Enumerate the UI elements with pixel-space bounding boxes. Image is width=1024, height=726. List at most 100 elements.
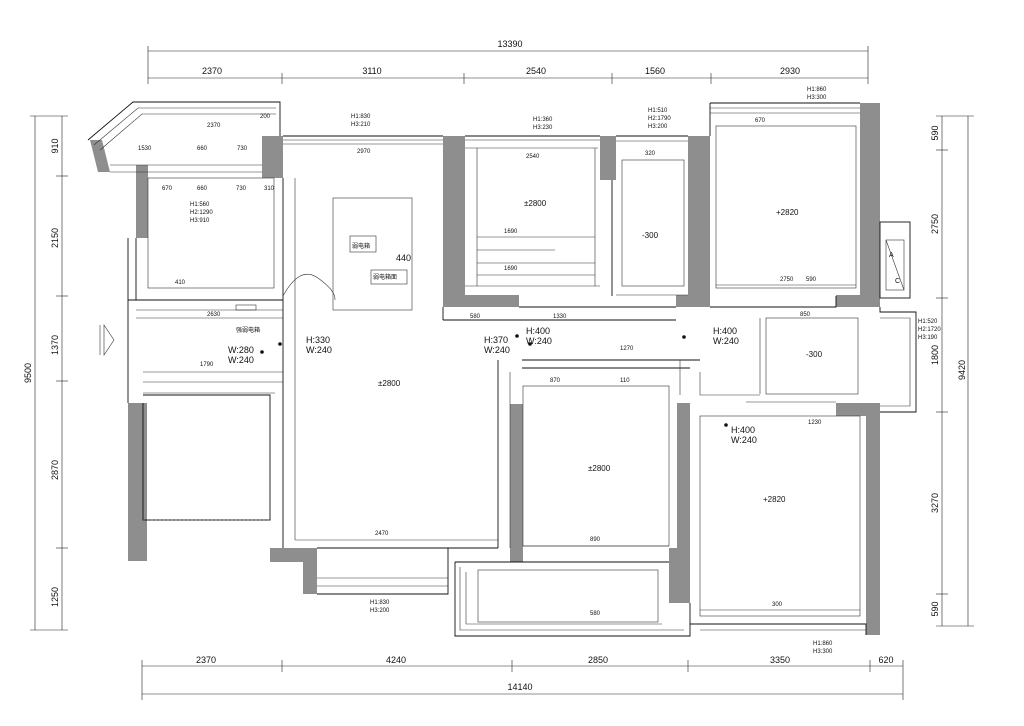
idim: 730 <box>237 146 248 152</box>
dim-top-3: 2540 <box>526 66 546 76</box>
dim-left-2: 2150 <box>50 228 60 248</box>
note-w-top-living-2: H3:210 <box>351 122 371 128</box>
labels: 弱电箱 440 弱电箱面 强弱电箱 A C <box>235 242 900 334</box>
note-w-right-1: H1:520 <box>918 319 938 325</box>
dim-left-4: 2870 <box>50 460 60 480</box>
idim: 2370 <box>207 123 221 129</box>
idim: 200 <box>260 114 271 120</box>
idim: 660 <box>197 186 208 192</box>
note-d-hall-b-1: H:400 <box>713 326 737 336</box>
dim-bottom-3: 2850 <box>588 655 608 665</box>
note-d-kitchen-1: H:330 <box>306 335 330 345</box>
dimension-right: 9420 590 2750 1800 3270 590 <box>930 115 974 627</box>
wall-9 <box>836 295 880 307</box>
dimension-bottom: 2370 4240 2850 3350 620 14140 <box>141 655 904 700</box>
dim-right-2: 2750 <box>930 214 940 234</box>
level-bath-right: -300 <box>806 350 823 359</box>
wall-17 <box>866 403 880 635</box>
level-bed-bottom-right: +2820 <box>763 495 786 504</box>
wall-15 <box>669 548 690 603</box>
label-weak-box: 弱电箱 <box>352 242 370 250</box>
note-w-kitchen-1: H1:560 <box>190 202 210 208</box>
note-w-bottom-right-2: H3:300 <box>813 649 833 655</box>
level-living: ±2800 <box>378 379 401 388</box>
idim: 870 <box>550 378 561 384</box>
idim: 1690 <box>504 266 518 272</box>
idim: 300 <box>772 602 783 608</box>
idim: 1330 <box>553 314 567 320</box>
note-w-right-2: H2:1720 <box>918 327 941 333</box>
label-shaft-a: A <box>889 252 894 259</box>
note-w-top-bed-1: H1:360 <box>533 117 553 123</box>
label-weak-box-num: 440 <box>396 253 411 263</box>
dim-bottom-total: 14140 <box>507 682 532 692</box>
note-w-right-3: H3:190 <box>918 335 938 341</box>
wall-5 <box>600 136 616 180</box>
label-power-box: 强弱电箱 <box>236 326 260 334</box>
dim-bottom-4: 3350 <box>770 655 790 665</box>
idim: 590 <box>806 277 817 283</box>
door-notes: H:330 W:240 W:280 W:240 H:370 W:240 H:40… <box>228 326 757 445</box>
dim-top-1: 2370 <box>202 66 222 76</box>
idim: 1690 <box>504 229 518 235</box>
wall-8 <box>860 103 880 307</box>
wall-3 <box>443 136 465 307</box>
idim: 580 <box>590 611 601 617</box>
note-d-bed-mid-2: W:240 <box>484 345 510 355</box>
interior-dimensions: 2370 1530 660 730 200 670 660 730 310 41… <box>138 114 822 617</box>
note-w-top-bed-2: H3:230 <box>533 125 553 131</box>
note-d-dining-1: W:280 <box>228 345 254 355</box>
idim: 1530 <box>138 146 152 152</box>
level-bed-top-right: +2820 <box>776 208 799 217</box>
dim-left-5: 1250 <box>50 587 60 607</box>
dimension-top: 13390 2370 3110 2540 1560 2930 <box>147 39 869 84</box>
wall-2 <box>262 136 283 178</box>
dim-bottom-1: 2370 <box>196 655 216 665</box>
idim: 1790 <box>200 362 214 368</box>
idim: 1230 <box>808 420 822 426</box>
idim: 320 <box>645 151 656 157</box>
note-w-top-bath-1: H1:510 <box>648 108 668 114</box>
label-shaft-c: C <box>895 278 900 285</box>
dim-bottom-5: 620 <box>878 655 893 665</box>
level-bed-top-mid: ±2800 <box>524 199 547 208</box>
idim: 2470 <box>375 531 389 537</box>
idim: 2630 <box>207 312 221 318</box>
note-w-kitchen-2: H2:1290 <box>190 210 213 216</box>
note-w-top-living-1: H1:830 <box>351 114 371 120</box>
walls <box>90 103 880 635</box>
level-bath-small: -300 <box>642 231 659 240</box>
idim: 1270 <box>620 346 634 352</box>
wall-10 <box>128 403 147 561</box>
wall-6 <box>688 136 710 306</box>
idim: 670 <box>162 186 173 192</box>
idim: 410 <box>175 280 186 286</box>
dim-left-1: 910 <box>50 138 60 153</box>
idim: 2750 <box>780 277 794 283</box>
note-d-hall-b-2: W:240 <box>713 336 739 346</box>
wall-12 <box>303 548 317 594</box>
wall-4 <box>443 295 519 307</box>
dimension-left: 9500 910 2150 1370 2870 1250 <box>23 115 68 631</box>
dim-left-total: 9500 <box>23 363 33 383</box>
note-w-top-right-1: H1:860 <box>807 87 827 93</box>
entry-arrow-icon <box>103 324 115 356</box>
note-d-bed-mid-1: H:370 <box>484 335 508 345</box>
dim-bottom-2: 4240 <box>386 655 406 665</box>
room-levels: ±2800 ±2800 -300 +2820 -300 ±2800 +2820 <box>378 199 823 504</box>
dim-right-1: 590 <box>930 125 940 140</box>
dim-right-5: 590 <box>930 601 940 616</box>
idim: 730 <box>236 186 247 192</box>
wall-bay-corner <box>90 140 110 172</box>
note-w-bottom-living-1: H1:830 <box>370 600 390 606</box>
dim-right-3: 1800 <box>930 345 940 365</box>
wall-1 <box>136 165 148 238</box>
note-d-hall-a-2: W:240 <box>526 336 552 346</box>
note-w-top-bath-2: H2:1790 <box>648 116 671 122</box>
idim: 850 <box>800 312 811 318</box>
dim-top-4: 1560 <box>645 66 665 76</box>
wall-13 <box>510 404 523 562</box>
dim-top-5: 2930 <box>780 66 800 76</box>
outline <box>87 101 917 637</box>
note-w-bottom-living-2: H3:200 <box>370 608 390 614</box>
